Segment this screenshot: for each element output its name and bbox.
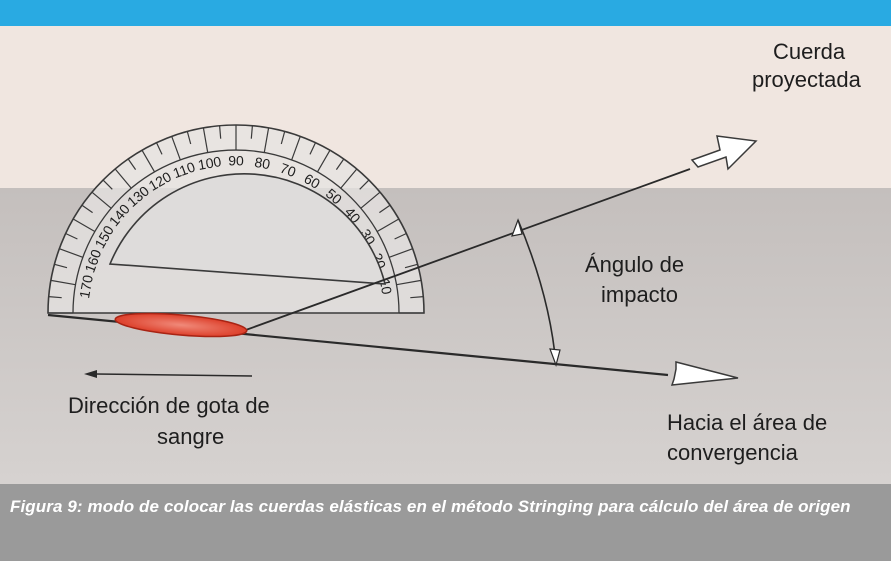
protractor-tick <box>65 232 78 240</box>
protractor-tick <box>171 136 181 161</box>
protractor-tick <box>91 191 112 209</box>
protractor-tick <box>219 125 222 139</box>
protractor-scale-label: 70 <box>278 160 298 180</box>
protractor-tick <box>388 248 413 258</box>
protractor-tick <box>340 168 358 189</box>
protractor-tick <box>376 218 400 233</box>
projected-string-label-line1: Cuerda <box>773 39 846 64</box>
protractor-tick <box>127 158 137 170</box>
protractor-tick <box>335 158 345 170</box>
protractor-scale-label: 90 <box>228 153 244 169</box>
protractor-tick <box>102 179 113 190</box>
impact-angle-arrowhead-top-icon <box>511 218 523 237</box>
protractor-tick <box>404 263 418 269</box>
protractor-scale-label: 80 <box>253 154 271 172</box>
protractor-tick <box>186 131 192 145</box>
impact-angle-label-line1: Ángulo de <box>585 252 684 277</box>
convergence-label-line2: convergencia <box>667 440 799 465</box>
protractor-tick <box>81 204 93 214</box>
protractor-scale-label: 110 <box>171 158 198 181</box>
protractor-tick <box>360 191 381 209</box>
convergence-label-line1: Hacia el área de <box>667 410 827 435</box>
protractor-tick <box>250 125 253 139</box>
protractor-tick <box>394 232 407 240</box>
impact-angle-arrowhead-bottom-icon <box>549 348 561 367</box>
projected-string-label-line2: proyectada <box>752 67 862 92</box>
convergence-arrow-icon <box>670 361 739 386</box>
projected-string-line <box>242 168 691 332</box>
protractor-tick <box>280 131 286 145</box>
drop-direction-label-line1: Dirección de gota de <box>68 393 270 418</box>
protractor-tick <box>48 296 62 299</box>
protractor-tick <box>54 263 68 269</box>
protractor-tick <box>141 149 156 173</box>
impact-angle-label-line2: impacto <box>601 282 678 307</box>
protractor-tick <box>50 279 76 286</box>
protractor-tick <box>202 127 209 153</box>
protractor-tick <box>309 142 317 155</box>
protractor-ticks <box>48 125 424 314</box>
protractor-inner-scale-arc <box>72 149 400 314</box>
protractor-tick <box>72 218 96 233</box>
protractor-window <box>108 173 387 285</box>
protractor-tick <box>59 248 84 258</box>
top-accent-bar <box>0 0 891 26</box>
drop-direction-arrowhead-icon <box>84 370 97 378</box>
protractor-scale-label: 100 <box>197 153 223 173</box>
protractor-tick <box>379 204 391 214</box>
protractor-scale-label: 160 <box>81 247 104 275</box>
caption-text: Figura 9: modo de colocar las cuerdas el… <box>10 497 851 516</box>
drop-direction-line <box>95 373 253 377</box>
protractor-tick <box>410 296 424 299</box>
blood-drop <box>114 312 248 338</box>
protractor-tick <box>155 142 163 155</box>
projected-string-arrow-icon <box>690 135 758 171</box>
protractor-tick <box>359 179 370 190</box>
protractor-scale-label: 170 <box>76 273 96 299</box>
protractor-tick <box>114 168 132 189</box>
protractor-tick <box>316 149 331 173</box>
protractor-tick <box>396 279 422 286</box>
figure-caption: Figura 9: modo de colocar las cuerdas el… <box>0 484 891 561</box>
drop-direction-label-line2: sangre <box>157 424 224 449</box>
protractor-scale-label: 60 <box>301 170 323 192</box>
protractor-tick <box>263 127 270 153</box>
protractor-tick <box>291 136 301 161</box>
stringing-diagram: 1020304050607080901001101201301401501601… <box>0 26 891 484</box>
